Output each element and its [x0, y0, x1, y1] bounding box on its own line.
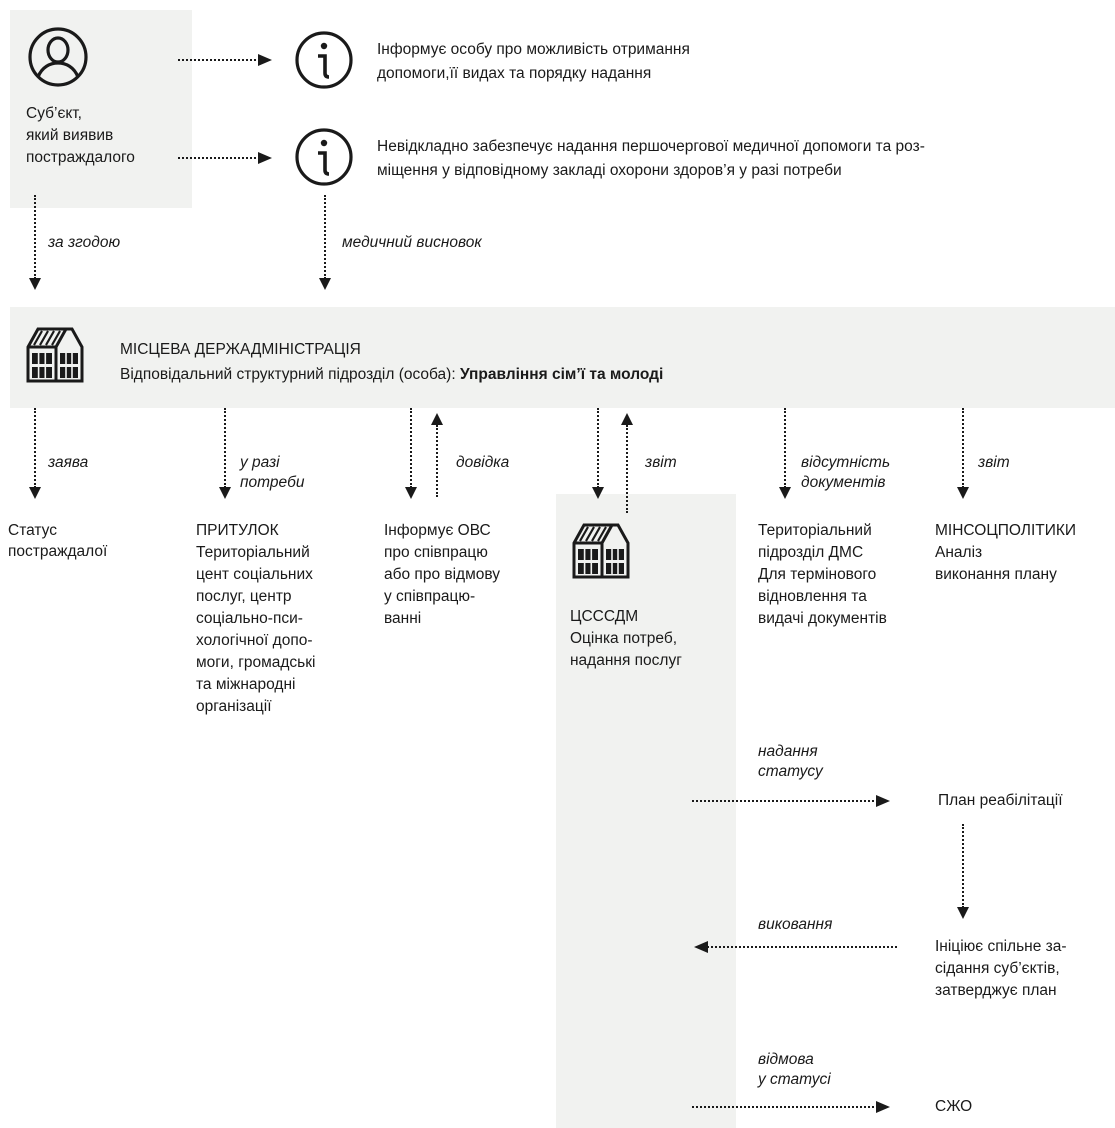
building-icon [26, 327, 84, 383]
label-granting-status: надання статусу [758, 743, 823, 780]
subject-text: Суб’єкт, який виявив постраждалого [26, 105, 135, 166]
rehab-plan: План реабілітації [938, 792, 1063, 809]
col-shelter: ПРИТУЛОК Територіальний цент соціальних … [196, 522, 316, 715]
initiates-text: Ініціює спільне за- сідання суб’єктів, з… [935, 938, 1067, 999]
administration-subtitle: Відповідальний структурний підрозділ (ос… [120, 365, 663, 385]
arrow-application [34, 408, 36, 488]
arrow-minsoc [962, 408, 964, 488]
info-icon [295, 31, 353, 89]
arrowhead-down-icon [319, 278, 331, 290]
arrow-consent [34, 195, 36, 279]
arrow-subject-to-info1 [178, 59, 260, 61]
arrowhead-right-icon [876, 795, 890, 807]
arrowhead-down-icon [29, 278, 41, 290]
subject-panel [10, 10, 192, 208]
administration-subtitle-prefix: Відповідальний структурний підрозділ (ос… [120, 366, 460, 383]
label-certificate: довідка [456, 454, 510, 471]
col-dms: Територіальний підрозділ ДМС Для терміно… [758, 522, 887, 627]
csssdm-title: ЦСССДМ [570, 608, 639, 625]
col-ovs: Інформує ОВС про співпрацю або про відмо… [384, 522, 501, 627]
arrow-csssdm-down [597, 408, 599, 488]
arrowhead-right-icon [876, 1101, 890, 1113]
label-medical: медичний висновок [342, 234, 482, 251]
szho: СЖО [935, 1098, 973, 1115]
info-icon [295, 128, 353, 186]
arrow-plan-down [962, 824, 964, 908]
arrowhead-right-icon [258, 54, 272, 66]
arrowhead-down-icon [957, 487, 969, 499]
info2-text: Невідкладно забезпечує надання першочерг… [377, 138, 925, 179]
label-if-needed: у разі потреби [240, 454, 305, 491]
csssdm-panel [556, 494, 736, 1128]
arrowhead-down-icon [779, 487, 791, 499]
label-report1: звіт [645, 454, 677, 471]
arrow-medical [324, 195, 326, 279]
administration-subtitle-bold: Управління сім’ї та молоді [459, 366, 664, 383]
arrowhead-up-icon [621, 413, 633, 425]
col-csssdm: ЦСССДМ Оцінка потреб, надання послуг [570, 608, 682, 669]
minsoc-title: МІНСОЦПОЛІТИКИ [935, 522, 1077, 539]
shelter-title: ПРИТУЛОК [196, 522, 279, 539]
person-icon [28, 27, 88, 87]
arrow-certificate-up [436, 425, 438, 497]
label-application: заява [48, 454, 89, 471]
arrowhead-down-icon [219, 487, 231, 499]
arrow-shelter [224, 408, 226, 488]
arrowhead-up-icon [431, 413, 443, 425]
arrow-report1-up [626, 425, 628, 513]
arrowhead-left-icon [694, 941, 708, 953]
label-no-documents: відсутність документів [801, 454, 891, 491]
arrow-execution-left [707, 946, 897, 948]
administration-title: МІСЦЕВА ДЕРЖАДМІНІСТРАЦІЯ [120, 341, 361, 358]
building-icon [572, 523, 630, 579]
arrowhead-down-icon [405, 487, 417, 499]
arrowhead-down-icon [957, 907, 969, 919]
arrow-to-szho [692, 1106, 878, 1108]
arrowhead-down-icon [29, 487, 41, 499]
info1-text: Інформує особу про можливість отримання … [377, 41, 690, 82]
col-status: Статус постраждалої [8, 522, 108, 560]
arrow-dms [784, 408, 786, 488]
col-minsoc: МІНСОЦПОЛІТИКИ Аналіз виконання плану [935, 522, 1077, 583]
label-refusal: відмова у статусі [758, 1051, 831, 1088]
arrow-subject-to-info2 [178, 157, 260, 159]
label-report2: звіт [978, 454, 1010, 471]
arrowhead-down-icon [592, 487, 604, 499]
arrow-ovs-down [410, 408, 412, 488]
administration-panel [10, 307, 1115, 408]
arrowhead-right-icon [258, 152, 272, 164]
label-execution: виковання [758, 916, 833, 933]
arrow-to-rehab-plan [692, 800, 878, 802]
label-consent: за згодою [48, 234, 121, 251]
